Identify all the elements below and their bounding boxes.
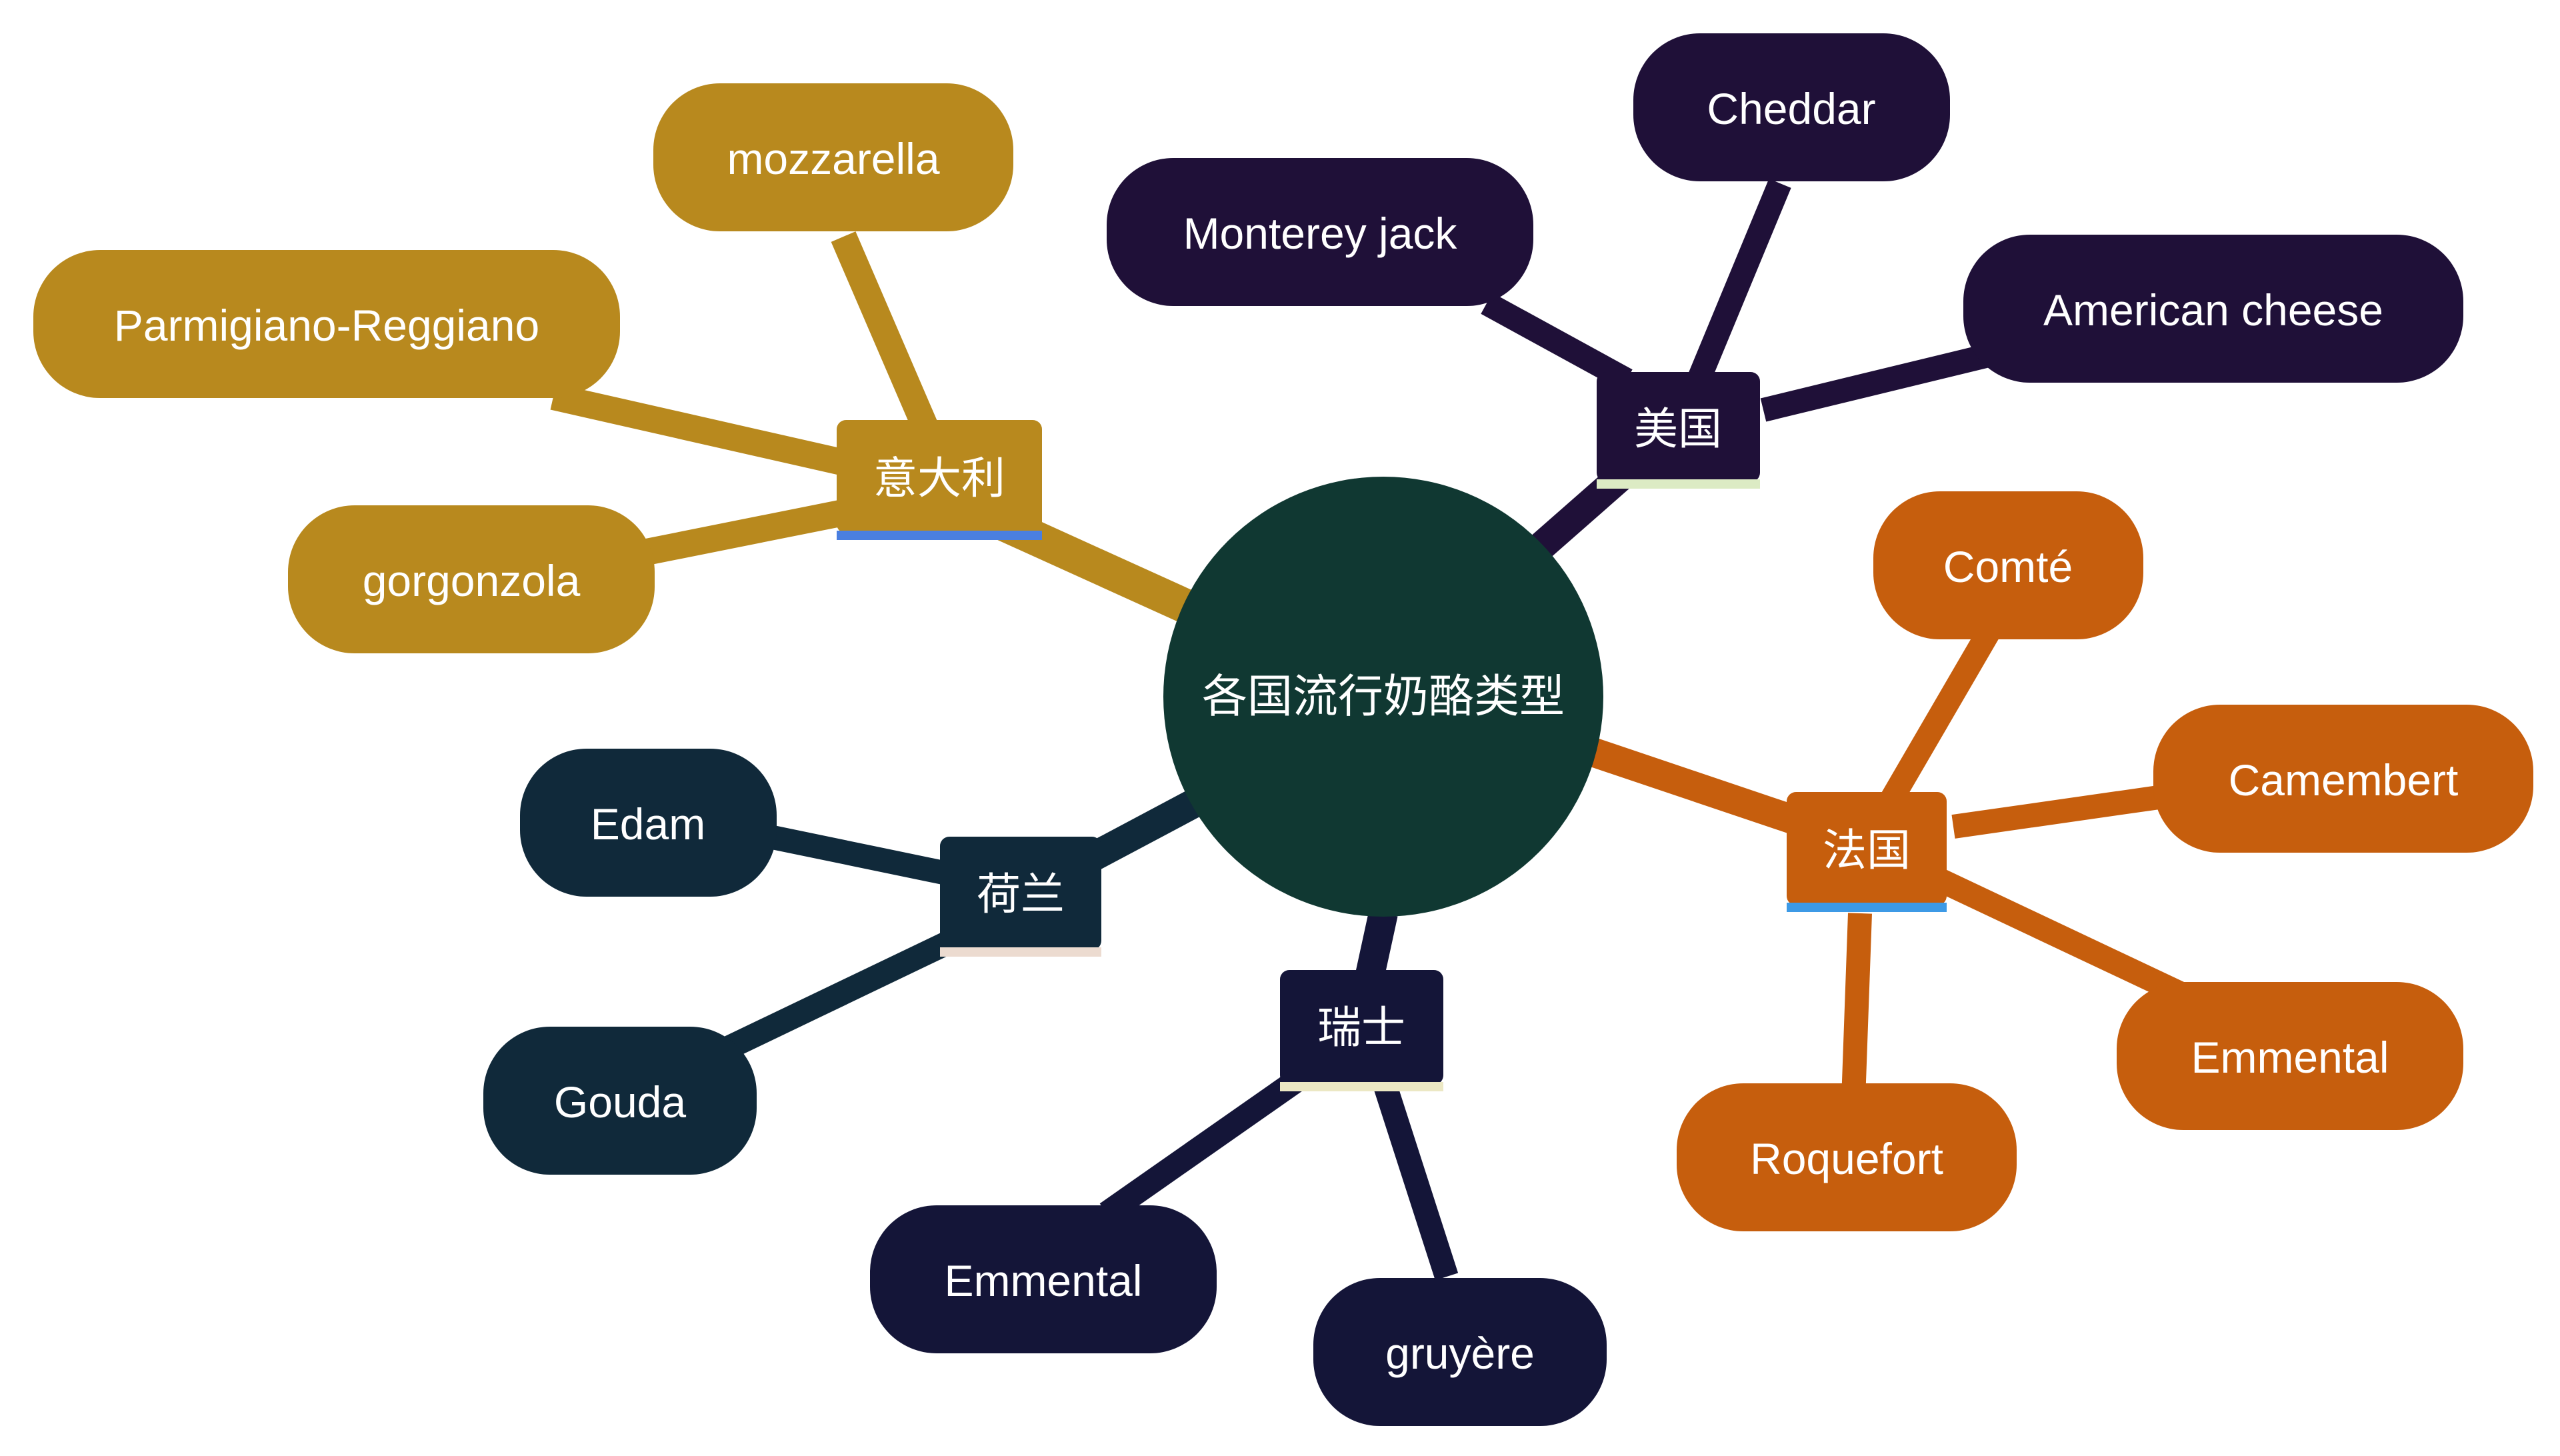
edge-netherlands-gouda (705, 929, 959, 1068)
branch-italy-underline (837, 531, 1042, 540)
edge-italy-parmigiano (550, 383, 880, 483)
leaf-camembert-label: Camembert (2229, 755, 2459, 805)
edge-france-emmental (1935, 869, 2185, 1005)
leaf-cheddar[interactable]: Cheddar (1633, 33, 1950, 181)
leaf-gouda-box (483, 1027, 757, 1175)
leaf-parmigiano-reggiano-label: Parmigiano-Reggiano (114, 301, 539, 350)
leaf-monterey-jack[interactable]: Monterey jack (1107, 158, 1533, 306)
root-label: 各国流行奶酪类型 (1202, 671, 1565, 722)
edge-italy-gorgonzola (637, 497, 859, 567)
leaf-gouda-label: Gouda (554, 1077, 686, 1127)
branch-netherlands-label: 荷兰 (977, 869, 1065, 919)
leaf-roquefort-box (1677, 1083, 2017, 1231)
root-circle (1163, 477, 1603, 917)
leaf-gorgonzola[interactable]: gorgonzola (288, 505, 655, 653)
leaf-mozzarella-box (653, 83, 1013, 231)
branch-france-underline (1787, 903, 1947, 912)
branch-netherlands-underline (940, 947, 1101, 957)
edge-france-camembert (1951, 785, 2165, 839)
branch-usa[interactable]: 美国 (1597, 372, 1760, 489)
edge-italy-mozzarella (831, 231, 949, 459)
leaf-monterey-jack-label: Monterey jack (1183, 209, 1458, 258)
branch-switzerland-label: 瑞士 (1317, 1003, 1405, 1052)
leaf-emmental-france[interactable]: Emmental (2117, 982, 2463, 1130)
leaf-monterey-jack-box (1107, 158, 1533, 306)
edge-france-comte (1873, 623, 2001, 820)
branch-switzerland-box (1280, 970, 1443, 1085)
leaf-gorgonzola-box (288, 505, 655, 653)
leaf-american-cheese-box (1963, 235, 2463, 383)
leaf-emmental-switzerland-box (870, 1205, 1217, 1353)
leaf-emmental-france-box (2117, 982, 2463, 1130)
branch-netherlands[interactable]: 荷兰 (940, 837, 1101, 957)
edge-usa-monterey (1481, 293, 1633, 391)
leaf-american-cheese[interactable]: American cheese (1963, 235, 2463, 383)
leaf-emmental-france-label: Emmental (2191, 1033, 2389, 1082)
branch-usa-underline (1597, 479, 1760, 489)
leaf-cheddar-box (1633, 33, 1950, 181)
edge-usa-american (1760, 341, 2000, 422)
leaf-emmental-switzerland[interactable]: Emmental (870, 1205, 1217, 1353)
leaf-edam-box (520, 749, 777, 897)
branch-usa-label: 美国 (1634, 404, 1722, 453)
leaf-camembert[interactable]: Camembert (2153, 705, 2533, 853)
leaf-gruyere-label: gruyère (1385, 1329, 1535, 1378)
edges (550, 179, 2185, 1281)
leaf-american-cheese-label: American cheese (2043, 285, 2383, 335)
edge-france-roquefort (1841, 913, 1872, 1101)
leaf-camembert-box (2153, 705, 2533, 853)
leaf-gouda[interactable]: Gouda (483, 1027, 757, 1175)
leaf-mozzarella-label: mozzarella (727, 134, 939, 183)
leaf-edam-label: Edam (591, 799, 705, 849)
leaf-edam[interactable]: Edam (520, 749, 777, 897)
branch-italy-label: 意大利 (873, 453, 1005, 503)
leaf-gruyere-box (1313, 1278, 1607, 1426)
leaf-parmigiano-reggiano-box (33, 250, 620, 398)
branch-netherlands-box (940, 837, 1101, 950)
leaf-cheddar-label: Cheddar (1707, 84, 1875, 133)
leaf-comte-box (1873, 491, 2143, 639)
branch-france-label: 法国 (1823, 825, 1911, 875)
branch-italy-box (837, 420, 1042, 533)
leaf-mozzarella[interactable]: mozzarella (653, 83, 1013, 231)
leaf-parmigiano-reggiano[interactable]: Parmigiano-Reggiano (33, 250, 620, 398)
leaf-roquefort[interactable]: Roquefort (1677, 1083, 2017, 1231)
branch-france-box (1787, 792, 1947, 905)
root-node[interactable]: 各国流行奶酪类型 (1163, 477, 1603, 917)
branch-usa-box (1597, 372, 1760, 482)
branch-switzerland-underline (1280, 1082, 1443, 1091)
leaf-comte-label: Comté (1943, 542, 2073, 591)
leaf-comte[interactable]: Comté (1873, 491, 2143, 639)
branch-switzerland[interactable]: 瑞士 (1280, 970, 1443, 1091)
edge-switzerland-gruyere (1371, 1076, 1459, 1281)
leaf-gorgonzola-label: gorgonzola (363, 556, 581, 605)
leaf-emmental-switzerland-label: Emmental (944, 1256, 1142, 1305)
leaf-gruyere[interactable]: gruyère (1313, 1278, 1607, 1426)
edge-netherlands-edam (751, 821, 949, 885)
branch-france[interactable]: 法国 (1787, 792, 1947, 912)
leaf-roquefort-label: Roquefort (1750, 1134, 1943, 1183)
branch-italy[interactable]: 意大利 (837, 420, 1042, 540)
edge-switzerland-emmental (1099, 1063, 1314, 1223)
